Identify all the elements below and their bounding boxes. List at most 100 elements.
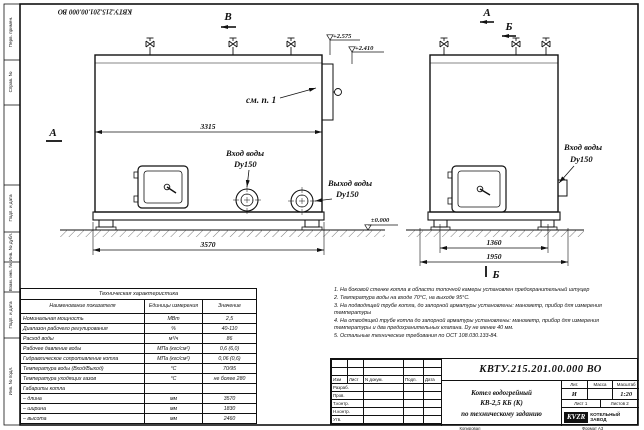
- dim-body-length: 3315: [200, 122, 216, 131]
- sheet-cell: Лист 1: [562, 400, 601, 408]
- spec-cell: МВт: [144, 313, 203, 324]
- company-cell: KVZR КОТЕЛЬНЫЙ ЗАВОД: [562, 408, 639, 426]
- spec-table: Техническая характеристика Наименование …: [19, 288, 258, 424]
- spec-title-row: Техническая характеристика: [19, 288, 258, 300]
- title-block: Изм Лист N докум. Подп. Дата Разраб. Про…: [330, 358, 639, 426]
- boiler-side-view: [92, 37, 342, 231]
- tb-role: Разраб.: [331, 383, 364, 392]
- role-row: Т.контр.: [331, 399, 442, 408]
- spec-cell: Рабочее давление воды: [20, 343, 145, 354]
- spec-header: Наименование показателя: [20, 299, 145, 314]
- note-line: 4. На отводящей трубе котла до запорной …: [334, 318, 599, 332]
- document-number: КВТУ.215.201.00.000 ВО: [441, 359, 639, 381]
- role-row: Н.контр.: [331, 407, 442, 416]
- strip-label: Подп. и дата: [8, 194, 13, 222]
- spec-cell: 3570: [201, 393, 258, 404]
- change-row: [331, 367, 442, 376]
- product-title: Котел водогрейный КВ-2,5 КБ (К) по техни…: [441, 381, 561, 426]
- tb-role: Утв.: [331, 415, 364, 424]
- valve-icon: [145, 37, 155, 56]
- spec-cell: 2460: [201, 413, 258, 424]
- spec-cell: Гидравлическое сопротивление котла: [20, 353, 145, 364]
- spec-cell: 1830: [201, 403, 258, 414]
- tb-cell: Подп.: [403, 375, 424, 384]
- product-title-line: Котел водогрейный: [471, 389, 532, 398]
- strip-label: Инв. № дубл.: [8, 233, 13, 261]
- spec-cell: мм: [144, 393, 203, 404]
- copied-label: Копировал: [459, 425, 481, 430]
- spec-cell: МПа (кгс/см²): [144, 353, 203, 364]
- furnace-door-end: [447, 165, 507, 213]
- product-title-line: КВ-2,5 КБ (К): [480, 399, 523, 408]
- dim-total-width: 1950: [487, 252, 502, 261]
- inlet-right-label: Вход воды: [563, 142, 602, 152]
- spec-cell: [201, 383, 258, 394]
- water-outlet-flange: [288, 187, 316, 215]
- furnace-door: [133, 165, 189, 209]
- spec-cell: 0,06 (0,6): [201, 353, 258, 364]
- valve-icon: [228, 37, 238, 56]
- inlet-label: Вход воды: [225, 148, 264, 158]
- dimensions-right: [419, 224, 569, 266]
- see-note-callout: см. п. 1: [246, 96, 276, 106]
- mass-value: [587, 389, 614, 400]
- strip-label: Подп. и дата: [8, 301, 13, 329]
- spec-cell: Диапазон рабочего регулирования: [20, 323, 145, 334]
- spec-header: Единицы измерения: [144, 299, 203, 314]
- tb-role: Н.контр.: [331, 407, 364, 416]
- spec-row: Диапазон рабочего регулирования%40-110: [20, 323, 258, 334]
- sheets-cell: Листов 2: [600, 400, 639, 408]
- notes-block: 1. На боковой стенке котла в области топ…: [334, 287, 634, 341]
- dimensions-left: [92, 125, 325, 255]
- section-letter-b: В: [223, 11, 231, 23]
- spec-cell: мм: [144, 413, 203, 424]
- format-label: Формат А3: [582, 425, 604, 430]
- note-line: 2. Температура воды на входе 70°С, на вы…: [334, 295, 470, 302]
- outlet-dy-label: Dy150: [335, 189, 359, 199]
- tb-cell: Дата: [423, 375, 442, 384]
- note-line: 5. Остальные технические требования по О…: [334, 333, 498, 340]
- side-strip: Перв. примен. Справ. № Подп. и дата Инв.…: [8, 17, 13, 396]
- scale-value: 1:20: [613, 389, 639, 400]
- change-row: [331, 359, 442, 368]
- inlet-right-dy-label: Dy150: [569, 154, 593, 164]
- spec-cell: °С: [144, 363, 203, 374]
- role-row: Утв.: [331, 415, 442, 424]
- valve-icon: [511, 37, 521, 56]
- spec-cell: 40-110: [201, 323, 258, 334]
- scale-label: Масштаб: [613, 381, 639, 389]
- elevation-marks: [326, 34, 398, 231]
- spec-cell: МПа (кгс/см²): [144, 343, 203, 354]
- spec-cell: %: [144, 323, 203, 334]
- spec-cell: – высота: [20, 413, 145, 424]
- strip-label: Справ. №: [8, 72, 13, 93]
- title-block-left: Изм Лист N докум. Подп. Дата Разраб. Про…: [331, 359, 442, 424]
- spec-cell: Габариты котла: [20, 383, 145, 394]
- company-name: КОТЕЛЬНЫЙ ЗАВОД: [590, 411, 621, 422]
- outlet-label: Выход воды: [327, 178, 372, 188]
- spec-cell: Расход воды: [20, 333, 145, 344]
- change-header-row: Изм Лист N докум. Подп. Дата: [331, 375, 442, 384]
- section-letter-g-bottom: Б: [492, 269, 500, 281]
- elevation-top: +2.575: [333, 33, 352, 40]
- strip-label: Инв. № подл.: [8, 367, 13, 396]
- tb-cell: Лист: [347, 375, 364, 384]
- ground-line-right: [406, 229, 584, 237]
- sheet-frame: [3, 3, 639, 426]
- spec-cell: 70/95: [201, 363, 258, 374]
- lit-value: И: [562, 389, 588, 400]
- strip-label: Взам. инв. №: [8, 263, 13, 292]
- spec-header-row: Наименование показателя Единицы измерени…: [20, 299, 258, 314]
- inlet-dy-label: Dy150: [233, 159, 257, 169]
- lit-mass-scale-values: И 1:20: [562, 389, 639, 400]
- role-row: Пров.: [331, 391, 442, 400]
- tb-cell: N докум.: [363, 375, 404, 384]
- spec-cell: Температура уходящих газов: [20, 373, 145, 384]
- sheet-row: Лист 1 Листов 2: [562, 400, 639, 408]
- spec-cell: – ширина: [20, 403, 145, 414]
